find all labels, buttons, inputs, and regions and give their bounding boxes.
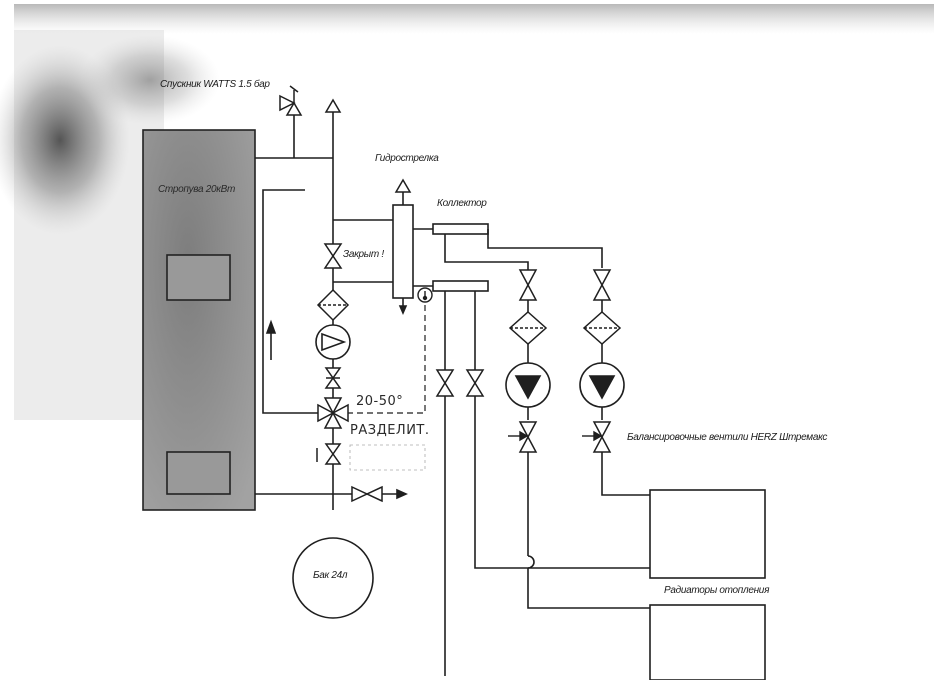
valve-balancing-1 — [518, 421, 538, 453]
separator-note: РАЗДЕЛИТ. — [350, 423, 430, 438]
radiators-label: Радиаторы отопления — [664, 585, 770, 596]
mixing-valve — [317, 397, 349, 429]
radiator-upper — [649, 489, 766, 579]
pipework — [142, 112, 766, 680]
radiator-lower — [649, 604, 766, 680]
filters — [316, 288, 622, 346]
pumps — [315, 324, 625, 408]
closed-valve — [323, 243, 343, 269]
valve-balancing-2 — [592, 421, 612, 453]
valve-stems — [508, 430, 603, 442]
pump-boiler — [315, 324, 351, 360]
filter-circuit-1 — [508, 310, 548, 346]
collector-return — [432, 280, 489, 292]
collector-supply — [432, 223, 489, 235]
thermometer-icon — [417, 287, 433, 303]
check-valve — [324, 367, 342, 389]
valve-circuit-2-top — [592, 269, 612, 301]
tank-label: Бак 24л — [313, 570, 348, 581]
boiler-door-upper — [166, 254, 231, 301]
valve-circuit-1-top — [518, 269, 538, 301]
expansion-tank — [292, 537, 374, 619]
boiler-label: Стропува 20кВт — [158, 184, 236, 195]
air-vents — [279, 85, 412, 193]
boiler-door-lower — [166, 451, 231, 495]
closed-valve-label: Закрыт ! — [343, 249, 384, 260]
valve-return-2 — [465, 369, 485, 397]
valve-drain — [351, 485, 383, 503]
temperature-note: 20-50° — [356, 394, 404, 409]
hydro-separator — [392, 204, 414, 299]
boiler — [142, 129, 256, 511]
relief-valve-label: Спускник WATTS 1.5 бар — [160, 79, 270, 90]
pump-circuit-1 — [505, 362, 551, 408]
relief-valve-icon — [279, 85, 303, 116]
hydro-arrow-label: Гидрострелка — [375, 153, 439, 164]
valves — [316, 243, 612, 503]
filter-circuit-2 — [582, 310, 622, 346]
pump-circuit-2 — [579, 362, 625, 408]
filter-boiler — [316, 288, 350, 322]
valve-return-1 — [435, 369, 455, 397]
collector-label: Коллектор — [437, 198, 487, 209]
valve-lower — [316, 443, 342, 465]
balancing-valves-label: Балансировочные вентили HERZ Штремакс — [627, 432, 828, 443]
